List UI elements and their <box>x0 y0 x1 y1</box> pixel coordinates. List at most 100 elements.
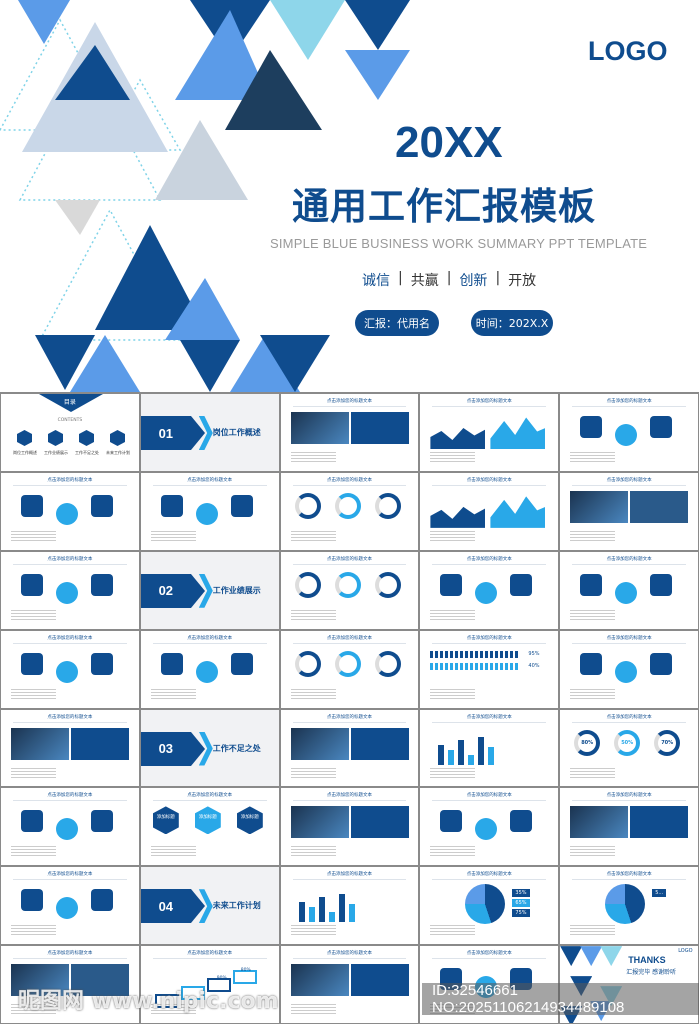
toc-item: 工作不足之处 <box>75 450 99 455</box>
triangle-pattern <box>0 0 410 392</box>
slide-title: 点击添加您的标题文本 <box>47 793 93 799</box>
toc-sub: CONTENTS <box>57 418 83 423</box>
text-line <box>150 855 196 857</box>
slide-thumbnail[interactable]: 点击添加您的标题文本 <box>140 630 279 708</box>
slide-thumbnail[interactable]: 点击添加您的标题文本 <box>420 551 559 629</box>
cover-subtitle: SIMPLE BLUE BUSINESS WORK SUMMARY PPT TE… <box>270 236 648 251</box>
slide-title: 点击添加您的标题文本 <box>326 872 372 878</box>
slide-thumbnail[interactable]: 点击添加您的标题文本 <box>1 472 139 550</box>
slide-title: 点击添加您的标题文本 <box>326 399 372 404</box>
graphic-shape <box>230 494 253 517</box>
text-line <box>290 925 336 927</box>
slide-thumbnail[interactable]: 点击添加您的标题文本 <box>1 788 139 866</box>
title-divider <box>152 800 267 802</box>
text-line <box>290 609 336 611</box>
text-line <box>430 694 476 696</box>
pie-chart <box>605 884 646 925</box>
graphic-shape <box>510 573 533 596</box>
title-divider <box>572 800 686 802</box>
slide-thumbnail[interactable]: 点击添加您的标题文本 <box>420 788 559 866</box>
value-item: 共赢 <box>410 273 439 289</box>
slide-title: 点击添加您的标题文本 <box>47 477 93 483</box>
slide-thumbnail[interactable]: 点击添加您的标题文本 <box>560 551 698 629</box>
text-line <box>11 846 56 848</box>
slide-thumbnail[interactable]: 点击添加您的标题文本 <box>420 709 559 787</box>
text-line <box>290 530 336 532</box>
slide-thumbnail[interactable]: 点击添加您的标题文本 <box>140 472 279 550</box>
text-line <box>430 773 476 775</box>
bar-mark <box>458 739 465 765</box>
text-line <box>430 934 476 936</box>
text-line <box>150 852 196 854</box>
bar-mark <box>488 746 495 765</box>
pie-label: 35% <box>512 889 530 898</box>
slide-thumbnail[interactable]: 点击添加您的标题文本 <box>280 709 419 787</box>
slide-thumbnail[interactable]: 点击添加您的标题文本 <box>560 788 698 866</box>
text-line <box>150 533 196 535</box>
slide-thumbnail[interactable]: 点击添加您的标题文本 <box>560 394 698 471</box>
text-line <box>430 767 476 769</box>
slide-thumbnail[interactable]: 点击添加您的标题文本 <box>280 788 419 866</box>
area-chart <box>430 428 486 449</box>
slide-thumbnail[interactable]: 点击添加您的标题文本 <box>280 394 419 471</box>
slide-title: 点击添加您的标题文本 <box>326 556 372 562</box>
graphic-shape <box>475 818 498 841</box>
text-line <box>11 612 56 614</box>
slide-thumbnail[interactable]: 点击添加您的标题文本 <box>280 472 419 550</box>
slide-thumbnail[interactable]: 点击添加您的标题文本 <box>560 630 698 708</box>
slide-title: 点击添加您的标题文本 <box>606 399 652 404</box>
text-line <box>150 1004 196 1006</box>
slide-thumbnail[interactable]: 点击添加您的标题文本 <box>280 946 419 1023</box>
slide-thumbnail[interactable]: 点击添加您的标题文本 <box>1 867 139 945</box>
slide-thumbnail[interactable]: 点击添加您的标题文本 <box>1 709 139 787</box>
slide-thumbnail[interactable]: 点击添加您的标题文本 <box>1 630 139 708</box>
title-divider <box>152 484 267 486</box>
text-line <box>430 461 476 462</box>
text-line <box>570 767 616 769</box>
people-row <box>430 662 521 670</box>
text-line <box>290 461 336 462</box>
text-line <box>570 849 616 851</box>
slide-thumbnail[interactable]: 点击添加您的标题文本 <box>420 472 559 550</box>
donut-chart <box>294 571 321 598</box>
text-line <box>430 455 476 456</box>
slide-title: 点击添加您的标题文本 <box>326 635 372 641</box>
text-line <box>11 694 56 696</box>
graphic-shape <box>91 652 113 675</box>
slide-title: 点击添加您的标题文本 <box>187 635 233 641</box>
slide-thumbnail[interactable]: 点击添加您的标题文本 <box>280 551 419 629</box>
graphic-shape <box>650 573 673 596</box>
slide-thumbnail[interactable]: 点击添加您的标题文本 <box>420 394 559 471</box>
slide-thumbnail[interactable]: 点击添加您的标题文本 <box>280 867 419 945</box>
graphic-shape <box>615 424 638 446</box>
step-block <box>206 978 231 993</box>
text-line <box>150 1010 196 1012</box>
text-line <box>570 934 616 936</box>
slide-thumbnail[interactable]: 点击添加您的标题文本添加标题添加标题添加标题 <box>140 788 279 866</box>
cover-slide: LOGO 20XX 通用工作汇报模板 SIMPLE BLUE BUSINESS … <box>0 0 699 392</box>
slide-thumbnail[interactable]: 点击添加您的标题文本 <box>1 551 139 629</box>
graphic-shape <box>440 810 463 833</box>
text-line <box>11 618 56 620</box>
slide-thumbnail[interactable]: 点击添加您的标题文本 <box>280 630 419 708</box>
slide-thumbnail[interactable]: 点击添加您的标题文本 <box>560 472 698 550</box>
bar-mark <box>318 897 325 923</box>
title-divider <box>572 721 686 723</box>
bar-mark <box>478 736 485 765</box>
donut-chart <box>374 571 401 598</box>
slide-thumbnail[interactable]: 点击添加您的标题文本 <box>1 946 139 1023</box>
logo: LOGO <box>588 36 668 66</box>
text-line <box>570 855 616 857</box>
text-line <box>290 688 336 690</box>
chevron-icon <box>190 573 205 608</box>
